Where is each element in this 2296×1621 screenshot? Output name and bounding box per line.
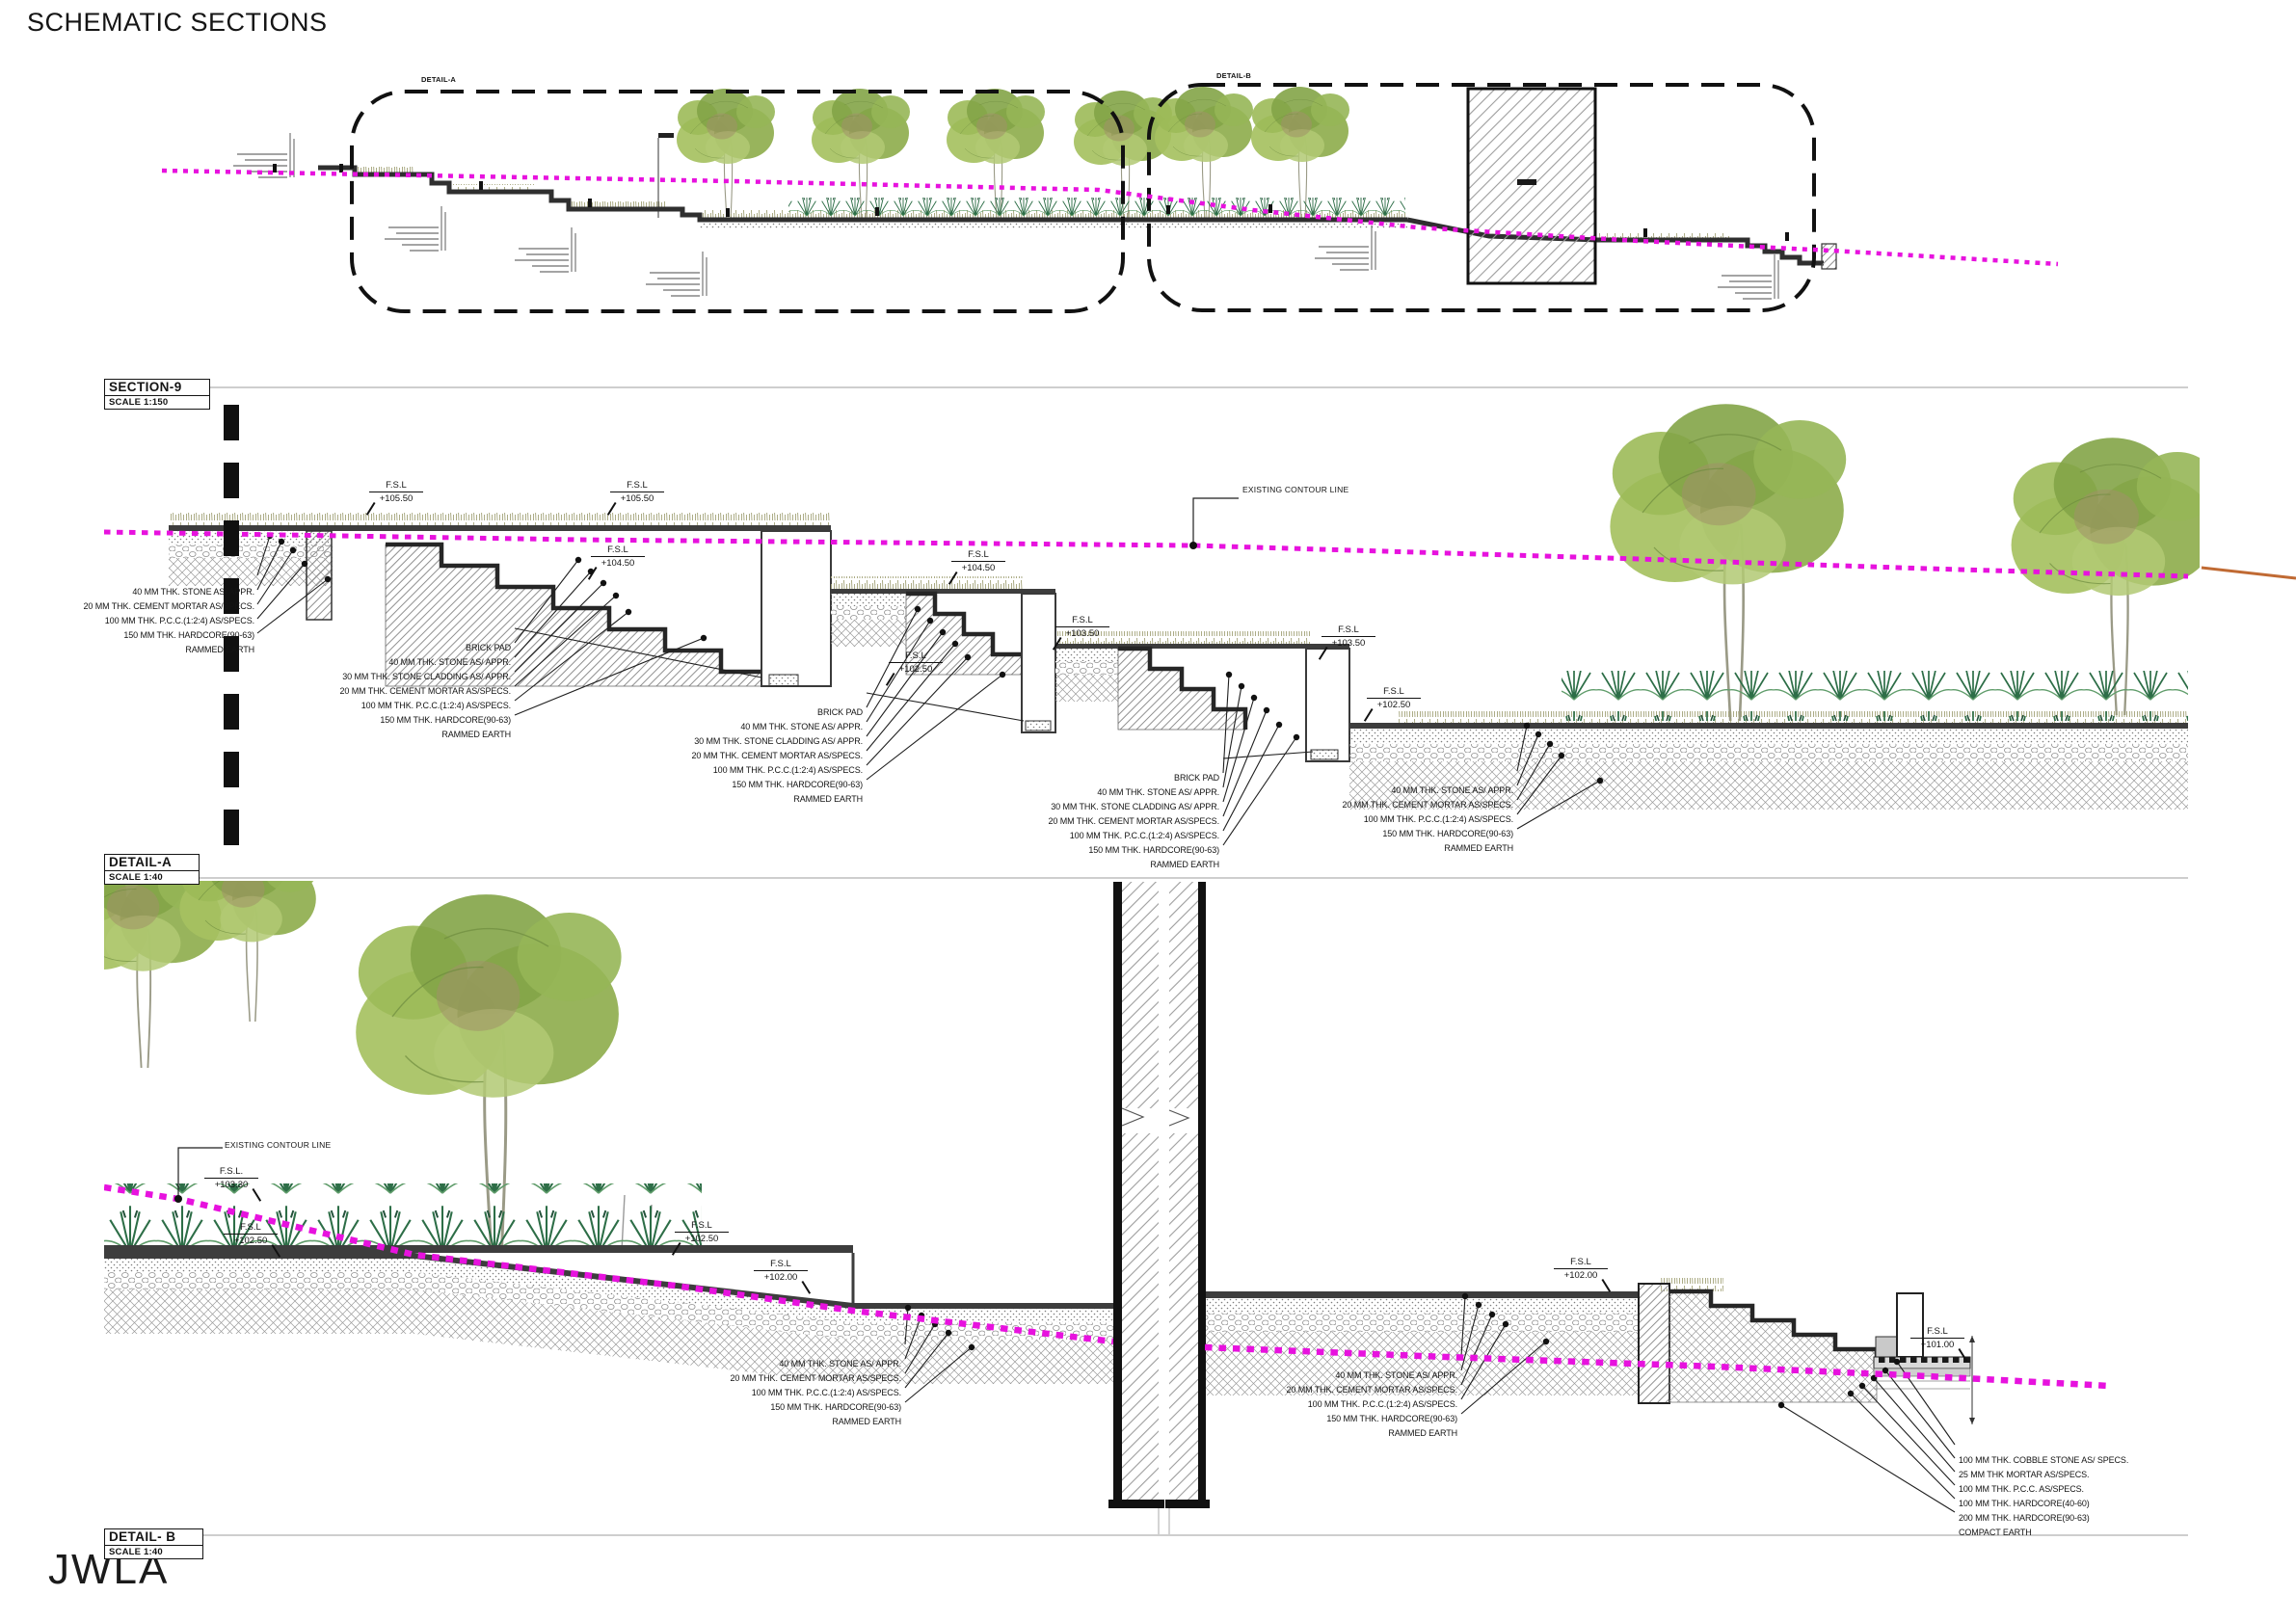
section9-drawing <box>104 402 2200 846</box>
section9-contour-line <box>104 529 2189 579</box>
overview-detail-a-label: DETAIL-A <box>421 75 457 84</box>
overview-detail-b-label: DETAIL-B <box>1216 71 1252 80</box>
site-markers <box>273 164 1789 241</box>
detail-a-title-block: DETAIL-A SCALE 1:40 <box>104 854 200 885</box>
detail-b-contour-line <box>1205 1343 2110 1390</box>
detail-a-name: DETAIL-A <box>105 855 200 871</box>
detail-a-drawing <box>104 881 1113 1403</box>
detail-b-drawing <box>1205 1278 2110 1513</box>
detail-a-boundary <box>350 90 1125 313</box>
detail-b-scale: SCALE 1:40 <box>109 1547 163 1557</box>
section9-contour-label: EXISTING CONTOUR LINE <box>1242 485 1349 494</box>
overview-drawing <box>161 83 2059 313</box>
detail-b-name: DETAIL- B <box>105 1529 203 1546</box>
detail-b-title-block: DETAIL- B SCALE 1:40 <box>104 1528 204 1559</box>
section9-scale: SCALE 1:150 <box>109 397 169 408</box>
section-cut-bar <box>224 403 239 864</box>
section9-name: SECTION-9 <box>105 380 209 396</box>
detail-a-scale: SCALE 1:40 <box>109 872 163 883</box>
contour-continuation <box>2201 566 2296 580</box>
detail-a-contour-line <box>104 1183 1113 1345</box>
overview-wall-section <box>1466 87 1597 285</box>
section9-title-block: SECTION-9 SCALE 1:150 <box>104 379 210 410</box>
page-title: SCHEMATIC SECTIONS <box>27 8 328 37</box>
leader-lines <box>256 535 1601 846</box>
leader-dots <box>266 532 1604 784</box>
panel-borders <box>104 386 2188 1536</box>
wall-section <box>1108 882 1210 1534</box>
detail-a-contour-label: EXISTING CONTOUR LINE <box>225 1140 332 1150</box>
